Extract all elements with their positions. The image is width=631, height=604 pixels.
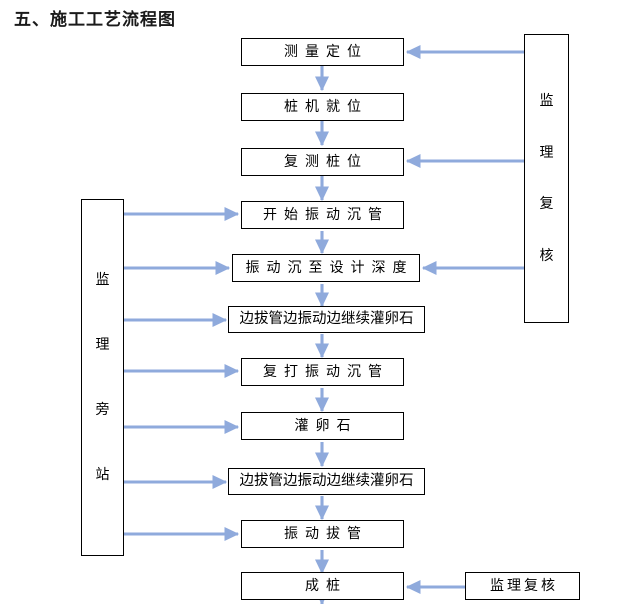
flow-node-7[interactable]: 复打振动沉管 bbox=[241, 358, 404, 386]
flow-node-5[interactable]: 振动沉至设计深度 bbox=[232, 254, 420, 282]
flow-node-1[interactable]: 测量定位 bbox=[241, 38, 404, 66]
supervision-bottom-box[interactable]: 监理复核 bbox=[465, 572, 580, 600]
supervision-left-char-4: 站 bbox=[95, 467, 110, 483]
supervision-left-char-3: 旁 bbox=[95, 402, 110, 418]
supervision-left-char-2: 理 bbox=[95, 337, 110, 353]
flow-node-6[interactable]: 边拔管边振动边继续灌卵石 bbox=[228, 306, 425, 333]
supervision-left-char-1: 监 bbox=[95, 272, 110, 288]
flow-node-11[interactable]: 成桩 bbox=[241, 572, 404, 600]
supervision-right-box[interactable]: 监 理 复 核 bbox=[524, 34, 569, 323]
flow-node-9[interactable]: 边拔管边振动边继续灌卵石 bbox=[228, 468, 425, 495]
supervision-right-char-1: 监 bbox=[539, 93, 554, 110]
page-title: 五、施工工艺流程图 bbox=[14, 10, 176, 30]
supervision-left-box[interactable]: 监 理 旁 站 bbox=[81, 199, 124, 556]
supervision-right-char-2: 理 bbox=[539, 144, 554, 161]
flow-node-4[interactable]: 开始振动沉管 bbox=[241, 201, 404, 229]
left-supervision-arrows bbox=[124, 206, 240, 542]
flow-node-8[interactable]: 灌卵石 bbox=[241, 412, 404, 440]
flow-node-10[interactable]: 振动拔管 bbox=[241, 520, 404, 548]
flow-node-3[interactable]: 复测桩位 bbox=[241, 148, 404, 176]
flow-node-2[interactable]: 桩机就位 bbox=[241, 93, 404, 121]
right-supervision-arrows bbox=[405, 44, 524, 276]
supervision-right-char-4: 核 bbox=[539, 247, 554, 264]
supervision-right-char-3: 复 bbox=[539, 196, 554, 213]
